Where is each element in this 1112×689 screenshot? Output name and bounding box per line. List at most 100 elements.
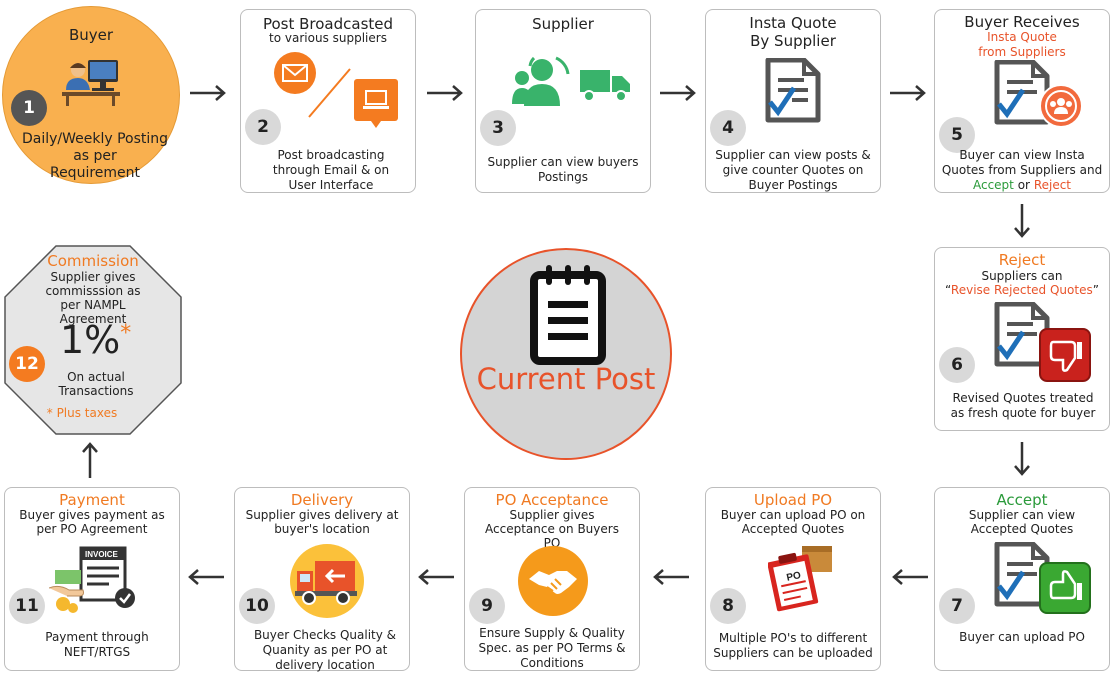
po-icon-text: PO (786, 570, 803, 584)
step-9-sub: Supplier gives Acceptance on Buyers PO (485, 508, 619, 550)
step-4-card: Insta Quote By Supplier 4 Supplier can v… (705, 9, 881, 193)
quote-document-icon (994, 60, 1050, 125)
step-2-subtitle: to various suppliers (269, 31, 387, 45)
quote-document-icon (765, 58, 821, 123)
step-7-desc: Buyer can upload PO (959, 630, 1085, 644)
supplier-people-icon (512, 56, 570, 106)
invoice-payment-icon: INVOICE (49, 546, 135, 613)
step-5-desc-text: Buyer can view Insta Quotes from Supplie… (941, 148, 1103, 177)
step-11-number: 11 (9, 588, 45, 624)
step-2-card: Post Broadcasted to various suppliers 2 … (240, 9, 416, 193)
step-4-desc: Supplier can view posts & give counter Q… (715, 148, 871, 192)
step-11-sub: Buyer gives payment as per PO Agreement (19, 508, 165, 536)
step-6-number: 6 (939, 347, 975, 383)
step-4-number: 4 (710, 110, 746, 146)
arrow-left-2 (653, 569, 689, 585)
step-1-desc-line1: Daily/Weekly Posting (21, 131, 169, 147)
step-5-reject-text: Reject (1033, 178, 1072, 192)
step-3-card: Supplier 3 Supplier can view buyers Post… (475, 9, 651, 193)
step-12-asterisk: * (120, 321, 132, 346)
step-10-desc: Buyer Checks Quality & Quanity as per PO… (253, 628, 397, 672)
step-2-title: Post Broadcasted (262, 15, 394, 33)
step-6-revise-text: Revise Rejected Quotes (950, 283, 1093, 297)
step-10-sub: Supplier gives delivery at buyer's locat… (245, 508, 399, 536)
notepad-icon (530, 265, 606, 365)
thumbs-down-icon (1039, 328, 1091, 382)
step-7-title: Accept (996, 491, 1048, 509)
delivery-truck-icon (290, 544, 364, 618)
invoice-icon-text: INVOICE (85, 550, 119, 559)
handshake-icon (518, 546, 588, 616)
step-8-card: Upload PO Buyer can upload PO on Accepte… (705, 487, 881, 671)
step-9-desc: Ensure Supply & Quality Spec. as per PO … (478, 626, 626, 670)
step-11-title: Payment (59, 491, 125, 509)
arrow-up-1 (82, 442, 98, 478)
step-4-title-line2: By Supplier (750, 32, 836, 50)
step-12-sub: Supplier gives commisssion as per NAMPL … (45, 270, 141, 326)
step-1-title: Buyer (68, 26, 114, 44)
quote-document-icon (994, 302, 1050, 367)
step-7-sub: Supplier can view Accepted Quotes (968, 508, 1076, 536)
step-1-desc-line2: as per (73, 148, 117, 164)
arrow-down-1 (1014, 204, 1030, 238)
suppliers-group-icon (1039, 84, 1083, 128)
step-9-title: PO Acceptance (495, 491, 609, 509)
buyer-computer-icon (62, 60, 120, 106)
arrow-left-1 (892, 569, 928, 585)
step-3-number: 3 (480, 110, 516, 146)
step-1-number: 1 (11, 90, 47, 126)
laptop-icon (354, 79, 398, 128)
step-11-desc: Payment through NEFT/RTGS (45, 630, 149, 659)
step-8-desc: Multiple PO's to different Suppliers can… (713, 631, 873, 660)
step-10-title: Delivery (290, 491, 354, 509)
arrow-left-4 (188, 569, 224, 585)
purchase-order-icon: PO (768, 546, 832, 612)
current-post-label: Current Post (476, 362, 656, 396)
step-8-title: Upload PO (753, 491, 833, 509)
arrow-down-2 (1014, 442, 1030, 476)
thumbs-up-icon (1039, 562, 1091, 614)
step-12-desc: On actual Transactions (58, 370, 134, 398)
step-5-number: 5 (939, 117, 975, 153)
step-1-desc-line3: Requirement (49, 165, 141, 181)
step-10-number: 10 (239, 588, 275, 624)
arrow-right-1 (190, 85, 226, 101)
step-3-title: Supplier (532, 15, 594, 33)
step-12-percent: 1%* (60, 318, 132, 362)
step-5-accept-text: Accept (972, 178, 1014, 192)
step-9-number: 9 (469, 588, 505, 624)
step-6-card: Reject Suppliers can “Revise Rejected Qu… (934, 247, 1110, 431)
arrow-right-2 (427, 85, 463, 101)
step-2-desc: Post broadcasting through Email & on Use… (272, 148, 390, 192)
step-12-number: 12 (9, 346, 45, 382)
step-11-card: Payment Buyer gives payment as per PO Ag… (4, 487, 180, 671)
step-3-desc: Supplier can view buyers Postings (487, 155, 639, 184)
step-7-card: Accept Supplier can view Accepted Quotes… (934, 487, 1110, 671)
step-5-desc: Buyer can view Insta Quotes from Supplie… (939, 148, 1105, 193)
step-6-sub-line2: “Revise Rejected Quotes” (945, 283, 1099, 297)
step-5-or-text: or (1017, 178, 1030, 192)
step-2-number: 2 (245, 109, 281, 145)
step-10-card: Delivery Supplier gives delivery at buye… (234, 487, 410, 672)
step-8-number: 8 (710, 588, 746, 624)
step-12-octagon (4, 245, 182, 435)
email-icon (274, 52, 316, 94)
step-6-sub-line1: Suppliers can (981, 269, 1063, 283)
arrow-left-3 (418, 569, 454, 585)
divider-line (308, 68, 351, 118)
step-4-title-line1: Insta Quote (749, 14, 837, 32)
step-6-desc: Revised Quotes treated as fresh quote fo… (950, 391, 1096, 420)
arrow-right-3 (660, 85, 696, 101)
step-5-subtitle-line2: from Suppliers (978, 45, 1066, 59)
truck-icon (580, 70, 630, 102)
step-5-card: Buyer Receives Insta Quote from Supplier… (934, 9, 1110, 193)
step-5-subtitle-line1: Insta Quote (987, 30, 1057, 44)
arrow-right-4 (890, 85, 926, 101)
step-5-title: Buyer Receives (964, 13, 1080, 31)
step-12-title: Commission (47, 252, 139, 270)
step-8-sub: Buyer can upload PO on Accepted Quotes (720, 508, 866, 536)
step-6-title: Reject (998, 251, 1046, 269)
step-9-card: PO Acceptance Supplier gives Acceptance … (464, 487, 640, 671)
step-12-note: * Plus taxes (46, 406, 118, 420)
step-7-number: 7 (939, 588, 975, 624)
